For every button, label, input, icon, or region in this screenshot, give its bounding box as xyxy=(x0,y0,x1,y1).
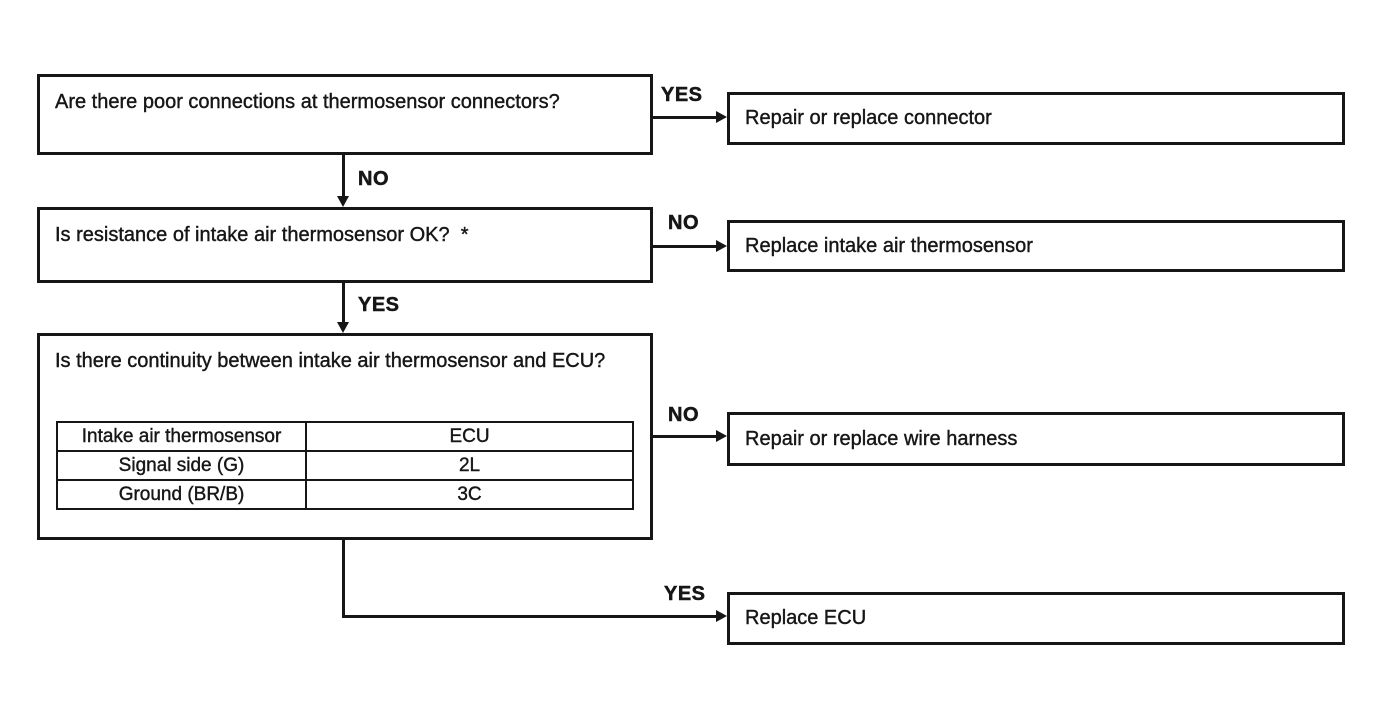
action-box-replace-ecu: Replace ECU xyxy=(727,592,1345,645)
branch-label-yes: YES xyxy=(664,583,706,606)
table-cell-ground: Ground (BR/B) xyxy=(55,479,308,510)
action-box-repair-connector: Repair or replace connector xyxy=(727,92,1345,145)
arrow-right-icon xyxy=(716,240,727,252)
connector-line xyxy=(342,155,345,198)
table-header-ecu: ECU xyxy=(305,421,634,452)
arrow-down-icon xyxy=(337,196,349,207)
action-box-repair-harness: Repair or replace wire harness xyxy=(727,412,1345,466)
branch-label-yes: YES xyxy=(358,294,400,317)
arrow-right-icon xyxy=(716,610,727,622)
connector-line xyxy=(653,435,717,438)
connector-line xyxy=(653,245,717,248)
connector-line xyxy=(342,283,345,324)
table-row: Signal side (G) 2L xyxy=(55,450,634,481)
action-text: Replace intake air thermosensor xyxy=(745,234,1033,257)
action-box-replace-thermosensor: Replace intake air thermosensor xyxy=(727,220,1345,272)
arrow-right-icon xyxy=(716,430,727,442)
table-header-thermosensor: Intake air thermosensor xyxy=(55,421,308,452)
decision-text: Is resistance of intake air thermosensor… xyxy=(55,224,469,246)
branch-label-no: NO xyxy=(358,168,389,191)
pin-connection-table: Intake air thermosensor ECU Signal side … xyxy=(55,421,634,510)
decision-box-poor-connections: Are there poor connections at thermosens… xyxy=(37,74,653,155)
table-row: Intake air thermosensor ECU xyxy=(55,421,634,452)
table-row: Ground (BR/B) 3C xyxy=(55,479,634,510)
decision-box-continuity: Is there continuity between intake air t… xyxy=(37,333,653,540)
connector-line xyxy=(653,116,717,119)
decision-text: Is there continuity between intake air t… xyxy=(55,350,606,372)
connector-line xyxy=(342,615,717,618)
decision-box-resistance-ok: Is resistance of intake air thermosensor… xyxy=(37,207,653,283)
branch-label-no: NO xyxy=(668,212,699,235)
table-cell-ground-pin: 3C xyxy=(305,479,634,510)
table-cell-signal-pin: 2L xyxy=(305,450,634,481)
arrow-down-icon xyxy=(337,322,349,333)
action-text: Replace ECU xyxy=(745,607,867,629)
connector-line xyxy=(342,540,345,618)
branch-label-yes: YES xyxy=(661,84,703,107)
action-text: Repair or replace wire harness xyxy=(745,427,1018,450)
branch-label-no: NO xyxy=(668,404,699,427)
decision-text: Are there poor connections at thermosens… xyxy=(55,91,560,113)
arrow-right-icon xyxy=(716,111,727,123)
action-text: Repair or replace connector xyxy=(745,107,992,129)
table-cell-signal-side: Signal side (G) xyxy=(55,450,308,481)
